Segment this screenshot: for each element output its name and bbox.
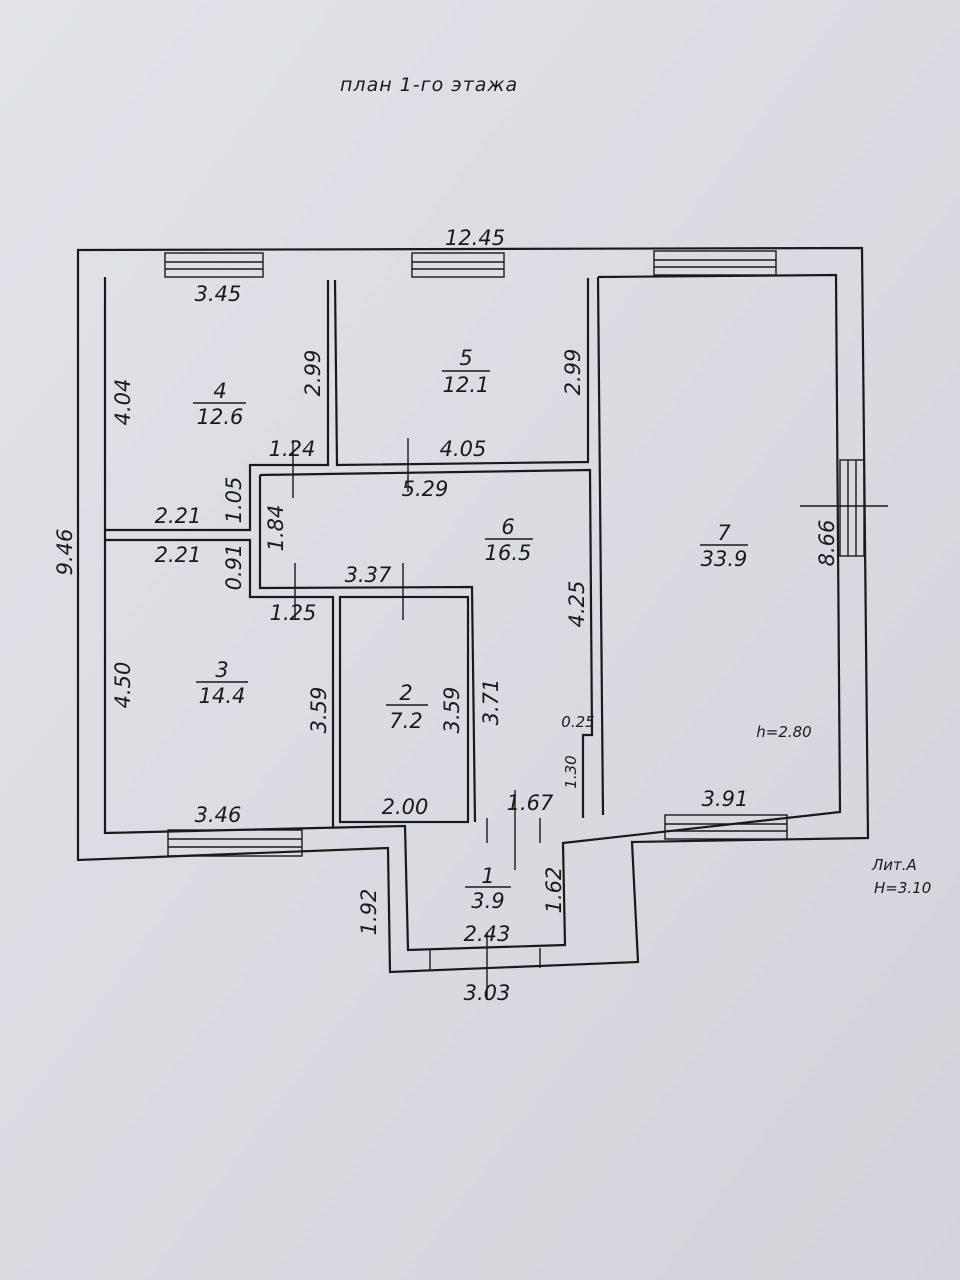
room-3: 3 14.4 bbox=[196, 658, 248, 708]
svg-text:4.25: 4.25 bbox=[565, 581, 589, 628]
svg-text:1.30: 1.30 bbox=[562, 755, 580, 788]
svg-text:3.59: 3.59 bbox=[440, 687, 464, 734]
svg-text:4.05: 4.05 bbox=[440, 437, 487, 461]
svg-text:3.46: 3.46 bbox=[195, 803, 242, 827]
svg-text:4.04: 4.04 bbox=[111, 379, 135, 426]
litera-label: Лит.А H=3.10 bbox=[871, 856, 931, 897]
room-area: 7.2 bbox=[389, 709, 422, 733]
windows bbox=[164, 250, 888, 857]
room-number: 7 bbox=[717, 521, 731, 545]
svg-text:1.84: 1.84 bbox=[264, 505, 288, 552]
room-area: 12.1 bbox=[443, 373, 490, 397]
svg-text:2.99: 2.99 bbox=[561, 349, 585, 396]
svg-text:3.71: 3.71 bbox=[479, 679, 503, 726]
svg-text:3.45: 3.45 bbox=[195, 282, 242, 306]
svg-text:2.21: 2.21 bbox=[155, 543, 202, 567]
room-number: 6 bbox=[501, 515, 514, 539]
svg-text:1.25: 1.25 bbox=[270, 601, 317, 625]
room-number: 4 bbox=[213, 379, 226, 403]
room-5: 5 12.1 bbox=[442, 346, 490, 397]
svg-text:0.25: 0.25 bbox=[561, 713, 594, 731]
svg-text:4.50: 4.50 bbox=[111, 662, 135, 709]
svg-text:3.37: 3.37 bbox=[345, 563, 392, 587]
room-area: 3.9 bbox=[471, 889, 504, 913]
svg-text:1.62: 1.62 bbox=[542, 867, 566, 914]
svg-text:1.67: 1.67 bbox=[507, 791, 554, 815]
svg-text:3.91: 3.91 bbox=[702, 787, 749, 811]
room-4: 4 12.6 bbox=[193, 379, 246, 429]
room-area: 14.4 bbox=[199, 684, 246, 708]
svg-text:h=2.80: h=2.80 bbox=[756, 723, 811, 741]
interior-walls bbox=[105, 276, 605, 1000]
svg-text:2.00: 2.00 bbox=[382, 795, 429, 819]
svg-text:3.59: 3.59 bbox=[307, 687, 331, 734]
dimension-labels: 12.45 3.45 1.24 4.05 5.29 2.21 2.21 3.37… bbox=[53, 226, 839, 1005]
svg-text:Лит.А: Лит.А bbox=[871, 856, 917, 874]
svg-text:5.29: 5.29 bbox=[402, 477, 449, 501]
room-7: 7 33.9 bbox=[700, 521, 748, 571]
svg-text:1.05: 1.05 bbox=[222, 477, 246, 524]
room-2: 2 7.2 bbox=[386, 681, 428, 733]
room-area: 33.9 bbox=[701, 547, 748, 571]
svg-text:3.03: 3.03 bbox=[464, 981, 511, 1005]
room-number: 5 bbox=[459, 346, 472, 370]
svg-text:9.46: 9.46 bbox=[53, 529, 77, 576]
svg-text:0.91: 0.91 bbox=[222, 544, 246, 591]
room-area: 12.6 bbox=[197, 405, 244, 429]
svg-text:1.92: 1.92 bbox=[357, 889, 381, 936]
room-number: 2 bbox=[399, 681, 412, 705]
svg-text:2.21: 2.21 bbox=[155, 504, 202, 528]
svg-text:2.99: 2.99 bbox=[301, 350, 325, 397]
room-1: 1 3.9 bbox=[465, 864, 511, 913]
room-number: 3 bbox=[215, 658, 228, 682]
svg-text:12.45: 12.45 bbox=[445, 226, 505, 250]
room-number: 1 bbox=[481, 864, 494, 888]
svg-text:2.43: 2.43 bbox=[464, 922, 511, 946]
svg-text:8.66: 8.66 bbox=[815, 520, 839, 567]
room-area: 16.5 bbox=[485, 541, 532, 565]
room-6: 6 16.5 bbox=[485, 515, 533, 565]
svg-text:H=3.10: H=3.10 bbox=[874, 879, 931, 897]
svg-text:1.24: 1.24 bbox=[269, 437, 316, 461]
plan-title: план 1-го этажа bbox=[340, 74, 518, 96]
